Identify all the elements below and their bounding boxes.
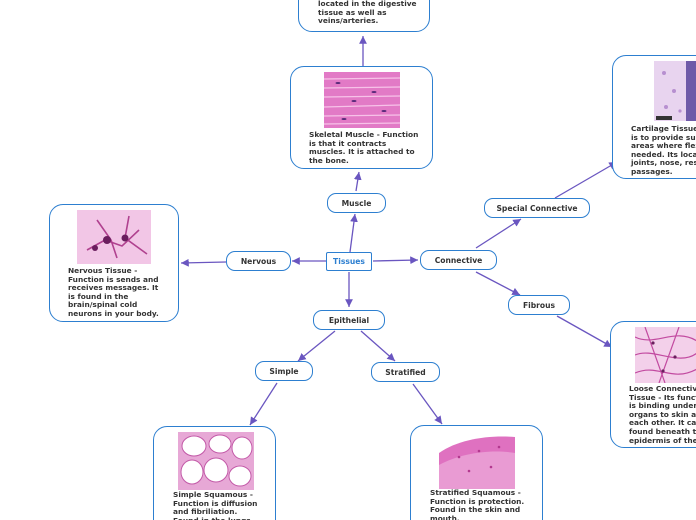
nervous-tissue-image xyxy=(77,210,151,264)
link-epithelial-simple xyxy=(297,330,336,362)
stratified-node[interactable]: Stratified xyxy=(371,362,440,382)
simple-squamous-image xyxy=(178,432,254,490)
skeletal-muscle-image xyxy=(324,72,400,128)
cartilage-tissue-image xyxy=(654,61,696,121)
nervous-tissue-description: Nervous Tissue - Function is sends and r… xyxy=(68,266,159,318)
loose-connective-tissue-description: Loose Connectiv Tissue - Its funct is bi… xyxy=(629,384,696,445)
skeletal-muscle-description: Skeletal Muscle - Function is that it co… xyxy=(309,130,419,165)
connective-node[interactable]: Connective xyxy=(420,250,497,270)
epithelial-node[interactable]: Epithelial xyxy=(313,310,385,330)
link-nervous-card xyxy=(180,258,227,267)
stratified-squamous-card[interactable]: Stratified Squamous - Function is protec… xyxy=(410,425,543,520)
nervous-tissue-card[interactable]: Nervous Tissue - Function is sends and r… xyxy=(49,204,179,322)
loose-connective-tissue-image xyxy=(635,327,696,383)
special-connective-node[interactable]: Special Connective xyxy=(484,198,590,218)
simple-squamous-description: Simple Squamous - Function is diffusion … xyxy=(173,490,258,520)
loose-connective-tissue-card[interactable]: Loose Connectiv Tissue - Its funct is bi… xyxy=(610,321,696,448)
fibrous-node[interactable]: Fibrous xyxy=(508,295,570,315)
nervous-node[interactable]: Nervous xyxy=(226,251,291,271)
link-connective-special xyxy=(475,218,522,249)
link-simple-squamous xyxy=(249,382,278,426)
link-tissues-muscle xyxy=(349,213,358,253)
tissues-node[interactable]: Tissues xyxy=(326,252,372,271)
simple-squamous-card[interactable]: Simple Squamous - Function is diffusion … xyxy=(153,426,276,520)
link-stratified-squamous xyxy=(412,383,443,425)
stratified-squamous-image xyxy=(439,431,515,489)
link-connective-fibrous xyxy=(475,271,521,296)
link-fibrous-loose xyxy=(556,315,613,348)
link-tissues-connective xyxy=(372,256,419,265)
cartilage-tissue-description: Cartilage Tissue is to provide sup areas… xyxy=(631,124,696,176)
link-muscle-skeletal xyxy=(353,171,362,192)
smooth-muscle-description: located in the digestive tissue as well … xyxy=(318,0,417,26)
stratified-squamous-description: Stratified Squamous - Function is protec… xyxy=(430,488,525,520)
link-epithelial-stratified xyxy=(360,330,396,362)
smooth-muscle-card[interactable]: located in the digestive tissue as well … xyxy=(298,0,430,32)
muscle-node[interactable]: Muscle xyxy=(327,193,386,213)
simple-node[interactable]: Simple xyxy=(255,361,313,381)
cartilage-tissue-card[interactable]: Cartilage Tissue is to provide sup areas… xyxy=(612,55,696,179)
link-special-cartilage xyxy=(554,161,618,199)
skeletal-muscle-card[interactable]: Skeletal Muscle - Function is that it co… xyxy=(290,66,433,169)
